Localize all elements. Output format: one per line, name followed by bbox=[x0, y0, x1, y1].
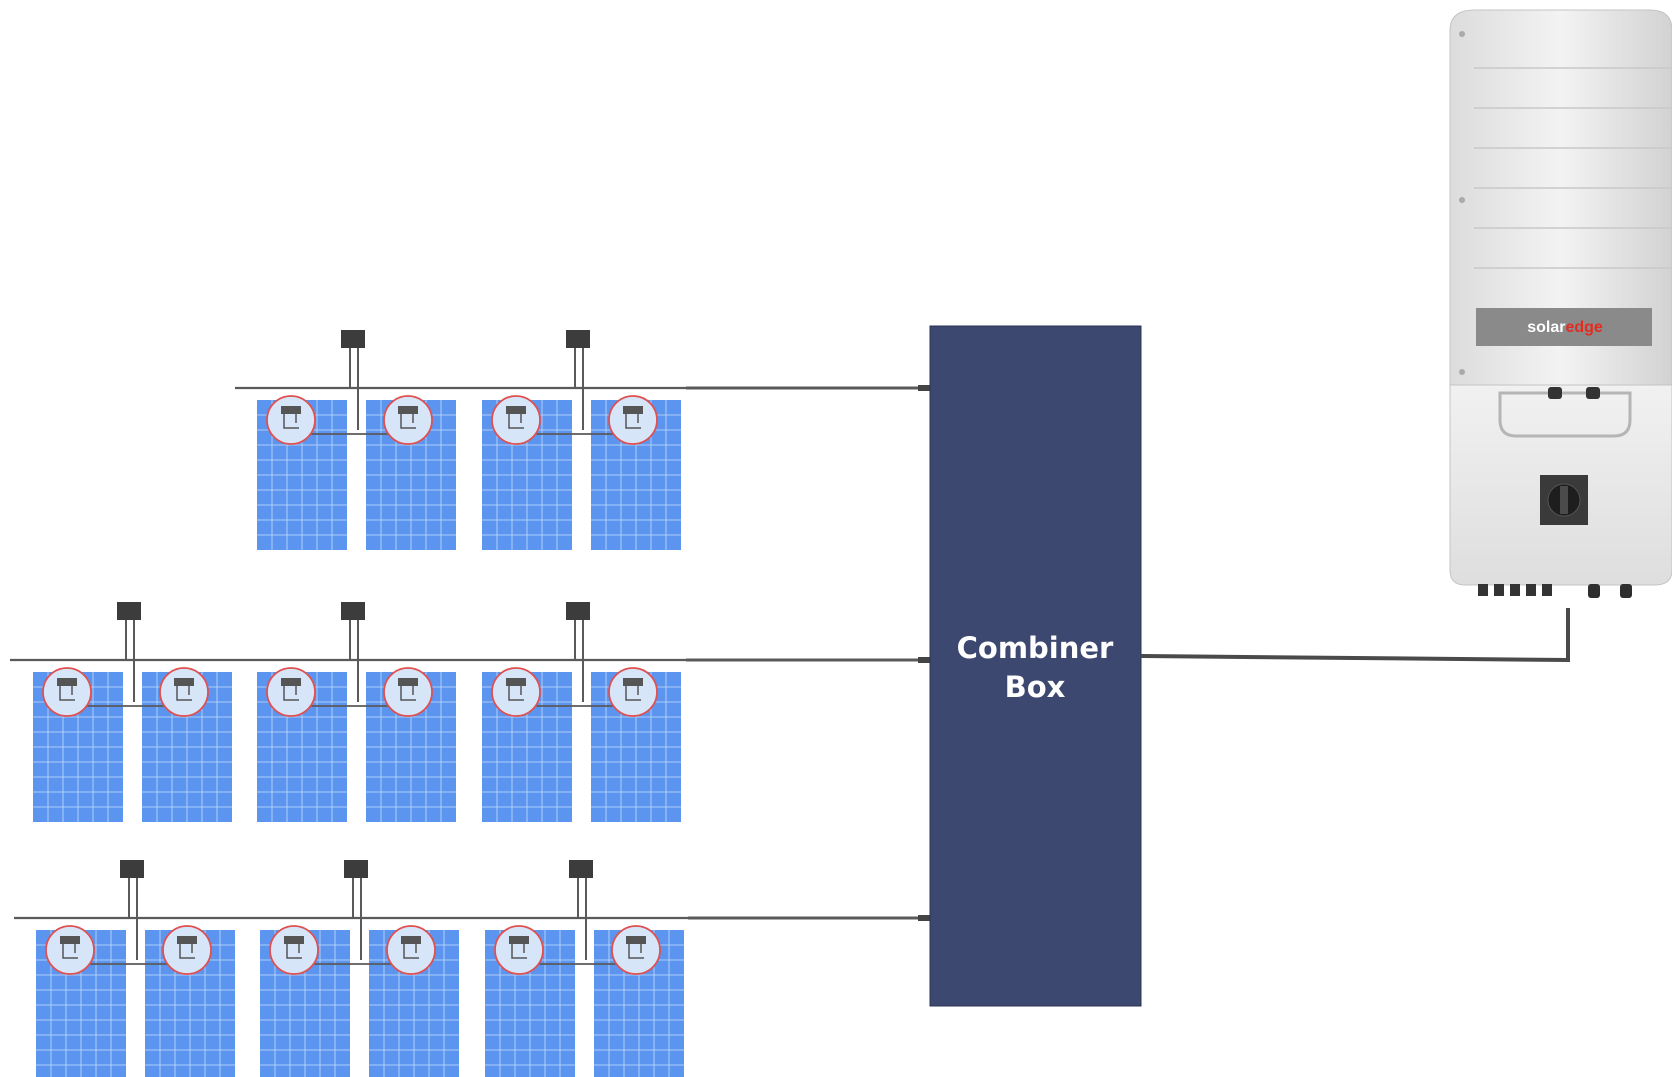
inverter: solaredge bbox=[1449, 9, 1672, 598]
inverter-screw bbox=[1459, 31, 1465, 37]
optimizer-highlight bbox=[383, 667, 433, 717]
optimizer-device bbox=[281, 406, 301, 414]
optimizer-lead bbox=[283, 686, 299, 701]
optimizer-device bbox=[626, 936, 646, 944]
optimizer-lead bbox=[176, 686, 192, 701]
optimizer-lead bbox=[400, 686, 416, 701]
combiner-box-label-line2: Box bbox=[1005, 670, 1066, 704]
optimizer-lead bbox=[625, 414, 641, 429]
inverter-gland bbox=[1620, 584, 1632, 598]
optimizer-highlight bbox=[42, 667, 92, 717]
optimizer-lead bbox=[508, 414, 524, 429]
optimizer-device bbox=[623, 406, 643, 414]
inverter-gland bbox=[1526, 584, 1536, 596]
inverter-brand-label: solaredge bbox=[1527, 319, 1603, 336]
optimizer-device bbox=[281, 678, 301, 686]
feeder-plug-top bbox=[918, 385, 930, 391]
inverter-screw bbox=[1459, 197, 1465, 203]
feeder-plug-middle bbox=[918, 657, 930, 663]
optimizer-device bbox=[174, 678, 194, 686]
optimizer-lead bbox=[286, 944, 302, 959]
optimizer-lead bbox=[59, 686, 75, 701]
optimizer-device bbox=[398, 406, 418, 414]
optimizer-lead bbox=[511, 944, 527, 959]
inverter-gland bbox=[1494, 584, 1504, 596]
optimizer-device bbox=[623, 678, 643, 686]
optimizer-lead bbox=[62, 944, 78, 959]
inverter-brand-strip bbox=[1476, 308, 1652, 346]
optimizer-highlight bbox=[608, 667, 658, 717]
junction-box bbox=[120, 860, 144, 878]
optimizer-highlight bbox=[491, 395, 541, 445]
junction-box bbox=[341, 330, 365, 348]
string-middle bbox=[10, 602, 686, 822]
junction-box bbox=[341, 602, 365, 620]
junction-box bbox=[566, 602, 590, 620]
combiner-box-body bbox=[929, 325, 1142, 1007]
inverter-gland bbox=[1510, 584, 1520, 596]
optimizer-highlight bbox=[608, 395, 658, 445]
optimizer-lead bbox=[628, 944, 644, 959]
optimizer-highlight bbox=[162, 925, 212, 975]
optimizer-highlight bbox=[611, 925, 661, 975]
optimizer-device bbox=[506, 406, 526, 414]
optimizer-lead bbox=[625, 686, 641, 701]
optimizer-device bbox=[506, 678, 526, 686]
pv-strings bbox=[10, 330, 688, 1077]
feeder-plug-bottom bbox=[918, 915, 930, 921]
optimizer-device bbox=[509, 936, 529, 944]
inverter-gland bbox=[1478, 584, 1488, 596]
optimizer-highlight bbox=[266, 395, 316, 445]
optimizer-highlight bbox=[491, 667, 541, 717]
junction-box bbox=[117, 602, 141, 620]
string-top bbox=[235, 330, 686, 550]
optimizer-highlight bbox=[159, 667, 209, 717]
junction-box bbox=[569, 860, 593, 878]
inverter-bottom-connectors bbox=[1478, 584, 1632, 598]
optimizer-highlight bbox=[269, 925, 319, 975]
optimizer-device bbox=[401, 936, 421, 944]
inverter-top-connector bbox=[1548, 387, 1562, 399]
feeder-cables bbox=[686, 385, 930, 921]
brand-part-solar: solar bbox=[1527, 319, 1565, 336]
inverter-cable bbox=[1140, 608, 1570, 663]
optimizer-highlight bbox=[383, 395, 433, 445]
optimizer-device bbox=[284, 936, 304, 944]
optimizer-device bbox=[57, 678, 77, 686]
string-bottom bbox=[14, 860, 688, 1077]
optimizer-lead bbox=[400, 414, 416, 429]
optimizer-highlight bbox=[494, 925, 544, 975]
optimizer-lead bbox=[403, 944, 419, 959]
optimizer-highlight bbox=[266, 667, 316, 717]
inverter-screw bbox=[1459, 369, 1465, 375]
combiner-box: Combiner Box bbox=[929, 325, 1142, 1007]
inverter-dc-switch-grip bbox=[1560, 486, 1568, 514]
optimizer-device bbox=[177, 936, 197, 944]
optimizer-lead bbox=[508, 686, 524, 701]
inverter-gland bbox=[1588, 584, 1600, 598]
inverter-top-connector bbox=[1586, 387, 1600, 399]
junction-box bbox=[566, 330, 590, 348]
inverter-gland bbox=[1542, 584, 1552, 596]
junction-box bbox=[344, 860, 368, 878]
optimizer-device bbox=[398, 678, 418, 686]
optimizer-highlight bbox=[386, 925, 436, 975]
brand-part-edge: edge bbox=[1565, 319, 1602, 336]
optimizer-lead bbox=[283, 414, 299, 429]
optimizer-highlight bbox=[45, 925, 95, 975]
optimizer-lead bbox=[179, 944, 195, 959]
combiner-box-label-line1: Combiner bbox=[957, 631, 1114, 665]
inverter-handle-recess bbox=[1498, 391, 1632, 438]
optimizer-device bbox=[60, 936, 80, 944]
